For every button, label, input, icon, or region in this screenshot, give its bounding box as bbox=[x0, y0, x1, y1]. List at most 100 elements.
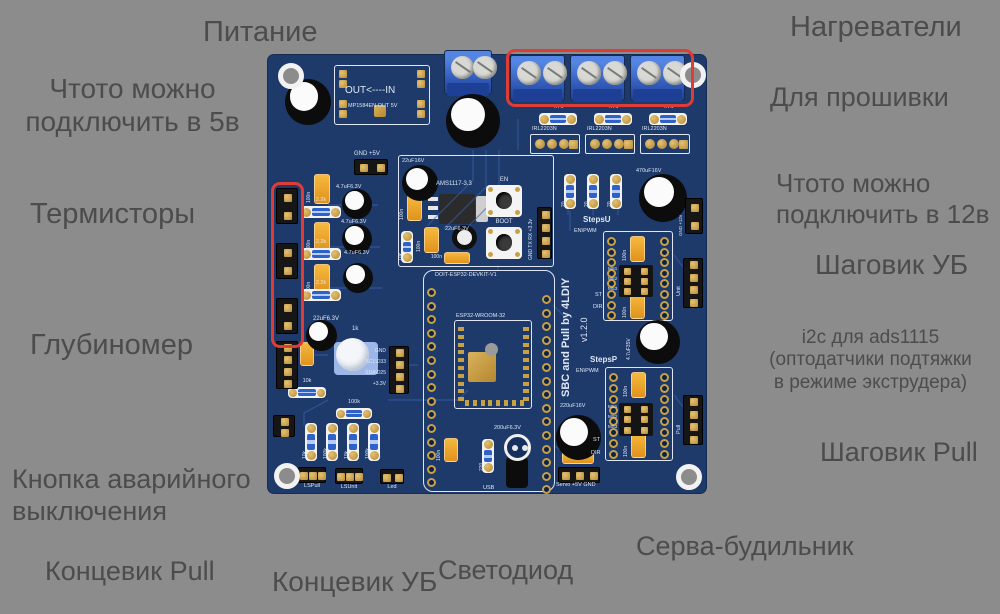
annotation-servo-alarm: Серва-будильник bbox=[636, 531, 854, 563]
capacitor-top bbox=[346, 265, 365, 284]
resistor-body bbox=[484, 450, 492, 462]
through-hole bbox=[427, 369, 436, 379]
smd-pad bbox=[488, 400, 493, 406]
terminal-base bbox=[633, 88, 682, 102]
electrolytic-capacitor bbox=[639, 174, 687, 222]
through-hole bbox=[609, 450, 618, 459]
silkscreen-text: 22uF6.3V bbox=[313, 316, 340, 322]
resistor-body bbox=[328, 434, 336, 450]
resistor-body bbox=[346, 410, 362, 417]
resistor-body bbox=[660, 115, 676, 123]
silkscreen-text: MS2 bbox=[608, 276, 618, 281]
electrolytic-capacitor bbox=[343, 263, 373, 293]
through-hole bbox=[542, 458, 551, 468]
through-hole bbox=[609, 373, 618, 382]
resistor-body bbox=[550, 115, 566, 123]
header-pin bbox=[284, 249, 292, 257]
smd-pad bbox=[458, 381, 464, 386]
pin-header-lspull bbox=[298, 467, 327, 483]
silkscreen-text: MS3 bbox=[608, 286, 618, 291]
annotation-thermistors: Термисторы bbox=[30, 197, 195, 231]
pin-header bbox=[558, 467, 600, 483]
resistor bbox=[288, 387, 326, 398]
header-pin bbox=[309, 472, 317, 480]
annotation-line: Светодиод bbox=[438, 555, 574, 585]
header-pin bbox=[541, 236, 550, 245]
capacitor-top bbox=[560, 417, 588, 446]
electrolytic-capacitor bbox=[555, 414, 601, 460]
silkscreen-text: EN\PWM bbox=[574, 228, 597, 234]
annotation-line: Термисторы bbox=[30, 198, 196, 230]
electrolytic-capacitor bbox=[451, 224, 477, 250]
terminal-screw bbox=[637, 60, 662, 85]
button-pin bbox=[488, 187, 493, 192]
header-pin bbox=[284, 194, 292, 202]
resistor-pad bbox=[337, 409, 345, 418]
fet-pad bbox=[645, 139, 655, 149]
chip-dot bbox=[484, 342, 498, 356]
header-pin bbox=[284, 267, 292, 275]
jumper-pin bbox=[641, 268, 648, 275]
header-pin bbox=[576, 472, 584, 480]
header-label: Led bbox=[387, 484, 397, 490]
through-hole bbox=[660, 300, 669, 310]
jumper-pin bbox=[641, 406, 648, 413]
resistor-pad bbox=[595, 114, 604, 124]
resistor bbox=[401, 231, 413, 263]
through-hole bbox=[660, 258, 669, 268]
header-pin bbox=[396, 373, 404, 381]
capacitor-top bbox=[345, 226, 364, 245]
smd-pad bbox=[458, 334, 464, 339]
annotation-line: Чтото можно bbox=[49, 73, 216, 104]
through-hole bbox=[609, 417, 618, 426]
solder-pad bbox=[417, 70, 425, 78]
terminal-base bbox=[513, 88, 562, 102]
through-hole bbox=[427, 356, 436, 365]
header-pin bbox=[396, 349, 404, 357]
resistor bbox=[564, 174, 576, 209]
smd-pad bbox=[496, 400, 501, 406]
regulator-leg bbox=[428, 197, 438, 201]
solder-pad bbox=[417, 80, 425, 88]
header-pin bbox=[318, 472, 327, 480]
resistor-body bbox=[298, 389, 316, 396]
through-hole bbox=[660, 373, 669, 382]
button-pin bbox=[488, 229, 493, 234]
resistor-label: 220 bbox=[479, 462, 485, 471]
resistor-label: 20 bbox=[607, 201, 613, 207]
mosfet-footprint bbox=[585, 134, 635, 154]
pin-header bbox=[276, 243, 298, 279]
header-pin bbox=[691, 222, 699, 230]
silkscreen-text: GND TX RX +3.3v bbox=[528, 219, 534, 260]
header-pin bbox=[541, 249, 550, 258]
module-outline bbox=[454, 320, 532, 409]
button-pin bbox=[488, 252, 493, 257]
solder-pad bbox=[339, 100, 347, 108]
silkscreen-text: MS1 bbox=[608, 266, 618, 271]
through-hole bbox=[542, 417, 551, 427]
through-hole bbox=[427, 288, 436, 297]
through-hole bbox=[427, 328, 436, 338]
header-pin bbox=[541, 223, 550, 232]
resistor-body bbox=[403, 242, 411, 252]
header-pin bbox=[336, 473, 345, 481]
resistor-body bbox=[612, 185, 620, 198]
mosfet-footprint bbox=[530, 134, 580, 154]
resistor bbox=[305, 423, 317, 461]
electrolytic-capacitor bbox=[402, 165, 438, 201]
pin-header bbox=[683, 258, 703, 308]
smd-pad bbox=[523, 366, 529, 370]
annotation-line: Нагреватели bbox=[790, 11, 962, 43]
pin-header-lsunit bbox=[335, 468, 364, 484]
pin-header bbox=[683, 395, 703, 445]
trace bbox=[303, 399, 329, 426]
header-pin bbox=[690, 410, 698, 419]
silkscreen-text: Servo +5V GND bbox=[556, 482, 596, 488]
resistor-pad bbox=[331, 290, 340, 300]
resistor-body bbox=[312, 291, 330, 299]
through-hole bbox=[542, 485, 551, 495]
fet-pad bbox=[559, 139, 569, 149]
header-pin bbox=[691, 204, 699, 212]
silkscreen-text: IRL2203N bbox=[587, 126, 612, 132]
